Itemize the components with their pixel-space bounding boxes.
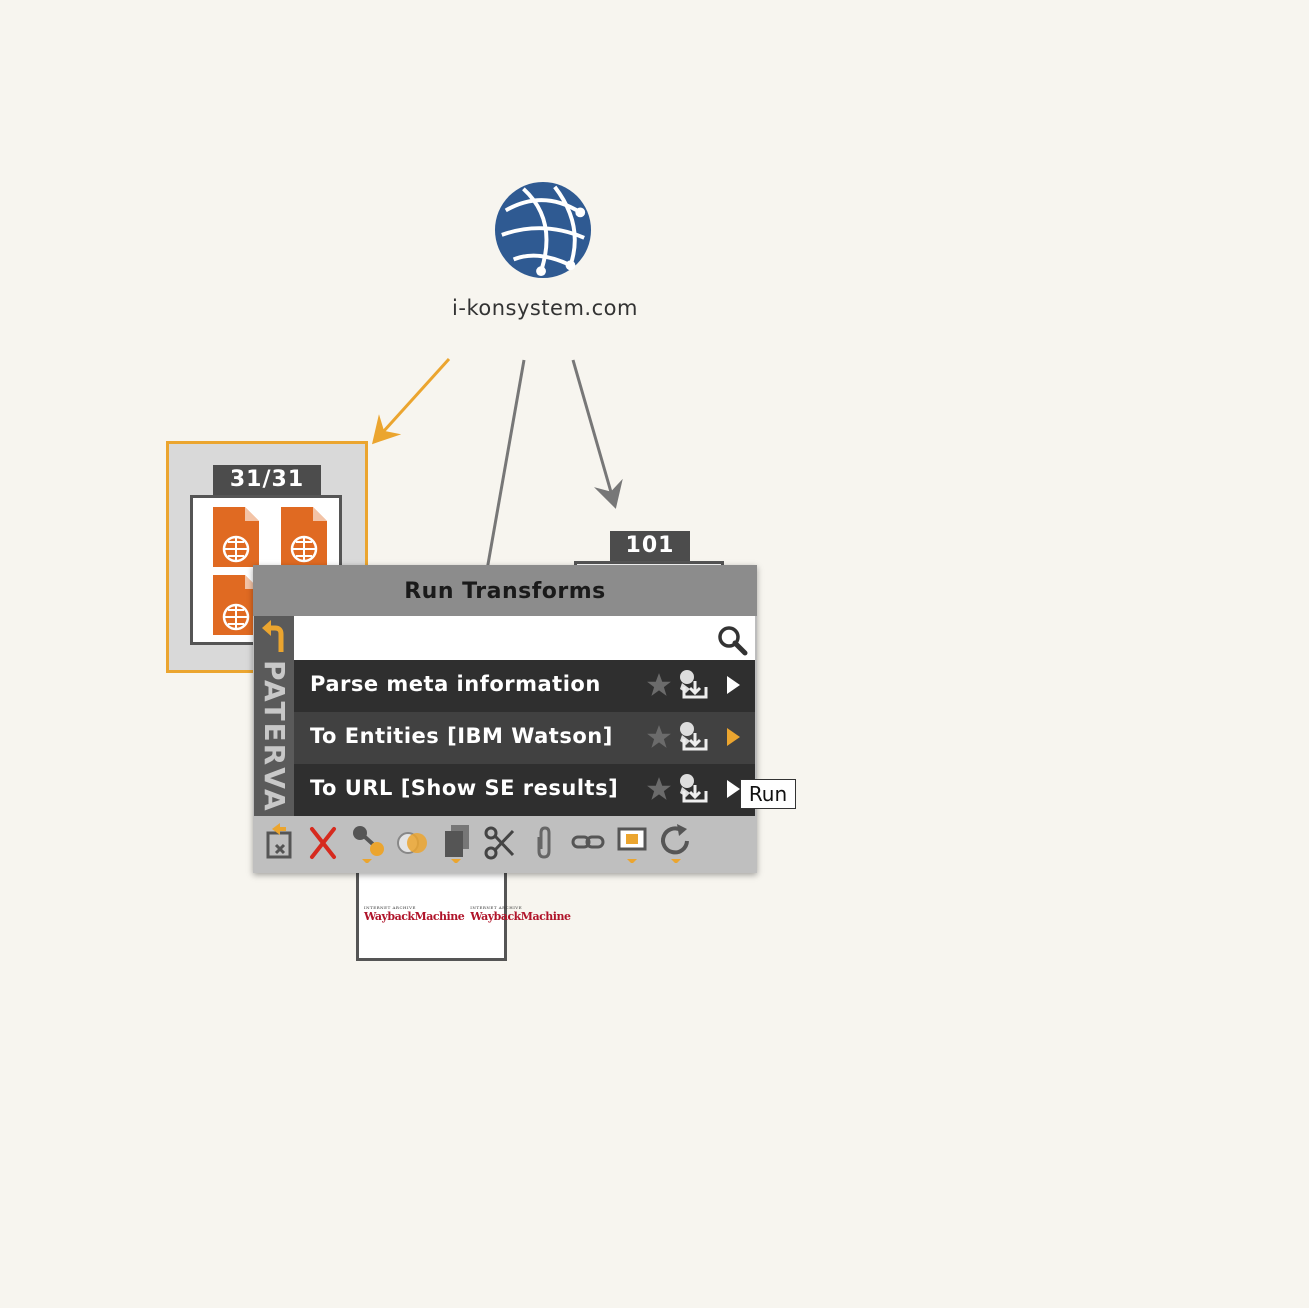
- transform-label: To Entities [IBM Watson]: [310, 724, 613, 748]
- star-icon[interactable]: [646, 724, 672, 750]
- side-strip: [254, 616, 294, 816]
- transform-settings-icon[interactable]: [678, 773, 708, 805]
- back-arrow-icon[interactable]: [259, 620, 289, 654]
- cut-icon[interactable]: [483, 823, 517, 863]
- website-document-icon: [281, 507, 327, 567]
- edge-to-wayback[interactable]: [485, 359, 526, 571]
- node-101-badge: 101: [610, 531, 690, 561]
- transform-item[interactable]: Parse meta information: [294, 660, 755, 712]
- select-icon[interactable]: [615, 823, 649, 863]
- link-icon[interactable]: [571, 823, 605, 863]
- node-101[interactable]: [574, 561, 724, 567]
- wayback-node[interactable]: [356, 868, 507, 961]
- transform-item[interactable]: To Entities [IBM Watson]: [294, 712, 755, 764]
- refresh-icon[interactable]: [659, 823, 693, 863]
- transform-settings-icon[interactable]: [678, 721, 708, 753]
- transform-settings-icon[interactable]: [678, 669, 708, 701]
- website-document-icon: [213, 507, 259, 567]
- delete-icon[interactable]: [306, 823, 340, 863]
- globe-icon[interactable]: [494, 181, 592, 279]
- edge-to-collection[interactable]: [371, 357, 451, 445]
- collection-count-badge: 31/31: [213, 465, 321, 495]
- transform-label: Parse meta information: [310, 672, 601, 696]
- run-transform-icon[interactable]: [725, 727, 741, 747]
- merge-icon[interactable]: [395, 823, 429, 863]
- root-entity-label[interactable]: i-konsystem.com: [452, 296, 638, 320]
- website-document-icon: [213, 575, 259, 635]
- transform-label: To URL [Show SE results]: [310, 776, 619, 800]
- star-icon[interactable]: [646, 672, 672, 698]
- run-transform-icon[interactable]: [725, 779, 741, 799]
- search-icon[interactable]: [716, 624, 748, 656]
- export-icon[interactable]: [262, 823, 296, 863]
- attach-icon[interactable]: [527, 823, 561, 863]
- transform-item[interactable]: To URL [Show SE results]: [294, 764, 755, 816]
- paterva-brand: PATERVA: [258, 660, 291, 813]
- add-entity-icon[interactable]: [350, 823, 384, 863]
- star-icon[interactable]: [646, 776, 672, 802]
- panel-title: Run Transforms: [253, 565, 757, 616]
- copy-icon[interactable]: [439, 823, 473, 863]
- transform-search-input[interactable]: [294, 616, 755, 660]
- run-transform-icon[interactable]: [725, 675, 741, 695]
- run-tooltip: Run: [740, 779, 796, 809]
- edge-to-node-101[interactable]: [571, 359, 623, 509]
